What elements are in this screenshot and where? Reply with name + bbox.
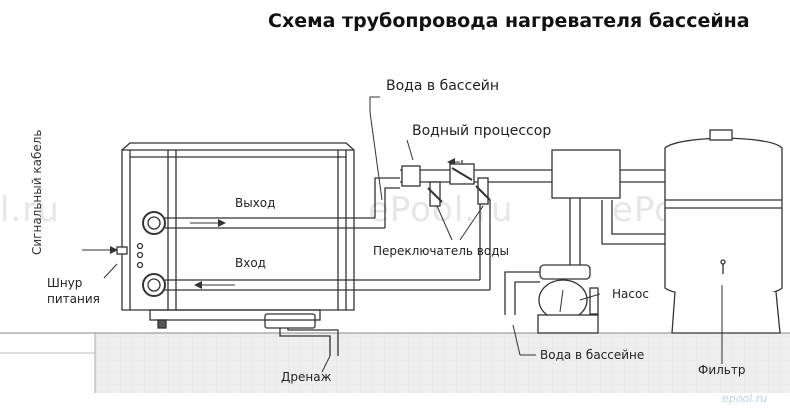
filter-tank bbox=[664, 129, 783, 334]
label-signal-cable: Сигнальный кабель bbox=[30, 129, 44, 255]
label-outlet: Выход bbox=[235, 196, 276, 210]
watermark-corner: epool.ru bbox=[722, 392, 768, 405]
label-power-cord-line1: Шнур bbox=[47, 276, 83, 290]
label-water-switch: Переключатель воды bbox=[373, 244, 509, 258]
label-drain: Дренаж bbox=[281, 370, 332, 384]
diagram-title: Схема трубопровода нагревателя бассейна bbox=[268, 10, 750, 32]
heat-pump-unit bbox=[116, 142, 355, 329]
label-leader-lines bbox=[82, 96, 723, 373]
watermark-left: l.ru bbox=[0, 190, 60, 230]
inlet-pipe bbox=[165, 200, 491, 291]
label-water-processor: Водный процессор bbox=[412, 123, 552, 139]
filter-to-pump-pipe bbox=[601, 200, 665, 245]
label-filter: Фильтр bbox=[698, 363, 746, 377]
water-switch-valves bbox=[427, 160, 491, 207]
label-power-cord-line2: питания bbox=[47, 292, 100, 306]
ground-slab bbox=[0, 332, 790, 393]
pump bbox=[504, 264, 599, 334]
processor-pipe bbox=[400, 158, 665, 187]
label-inlet: Вход bbox=[235, 256, 266, 270]
outlet-pipe bbox=[165, 177, 400, 229]
drain-pipe bbox=[279, 328, 339, 356]
water-processor-unit bbox=[551, 149, 621, 265]
label-pump: Насос bbox=[612, 287, 649, 301]
label-water-to-pool-bottom: Вода в бассейне bbox=[540, 348, 645, 362]
label-water-to-pool-top: Вода в бассейн bbox=[386, 78, 500, 94]
